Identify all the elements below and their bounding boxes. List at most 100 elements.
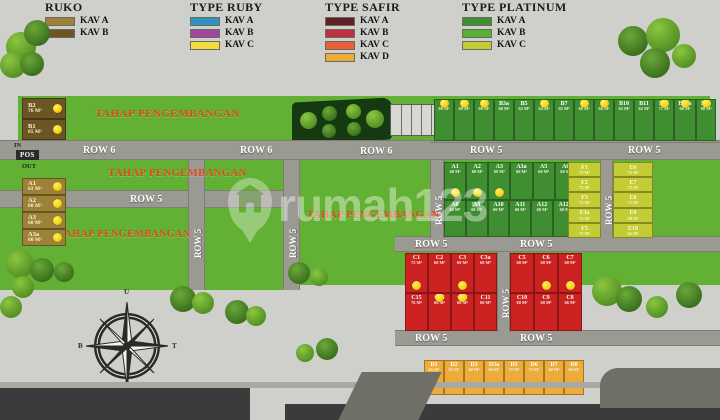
legend-item-label: KAV D xyxy=(360,52,389,62)
plot-area: 60 M² xyxy=(28,237,42,243)
plot-b13[interactable]: B1360 M² xyxy=(696,99,717,141)
plot-area: 60 M² xyxy=(478,106,490,112)
plot-area: 60 M² xyxy=(536,207,548,213)
tree-right-2 xyxy=(616,286,642,312)
plot-c12[interactable]: C1260 M² xyxy=(451,293,474,331)
road-label-row5-bot-right: ROW 5 xyxy=(520,333,553,344)
plot-b9[interactable]: B966 M² xyxy=(594,99,614,141)
plot-code: B2 xyxy=(28,101,36,109)
road-label-row6-c: ROW 6 xyxy=(360,146,393,157)
tree-mid-3 xyxy=(225,300,249,324)
road-label-row5-mid-right: ROW 5 xyxy=(520,239,553,250)
plot-area: 65 M² xyxy=(618,106,630,112)
plot-area: 66 M² xyxy=(679,106,691,112)
plot-area: 60 M² xyxy=(493,169,505,175)
plot-area: 72 M² xyxy=(528,367,540,373)
legend-group-title: TYPE PLATINUM xyxy=(462,0,567,14)
compass-north-label: U xyxy=(124,288,130,296)
legend-item: KAV C xyxy=(190,40,263,50)
plot-area: 60 M² xyxy=(540,300,552,306)
plot-area: 73 M² xyxy=(627,185,639,191)
plot-b12a[interactable]: B12a66 M² xyxy=(674,99,697,141)
island-tree-1 xyxy=(300,112,317,129)
legend-item: KAV A xyxy=(190,16,263,26)
plot-b2[interactable]: B260 M² xyxy=(454,99,474,141)
plot-code: B3a xyxy=(498,101,509,107)
plot-code: A12 xyxy=(536,202,548,208)
sold-marker-icon xyxy=(579,100,589,108)
plot-b12[interactable]: B1271 M² xyxy=(654,99,674,141)
plot-b1[interactable]: B160 M² xyxy=(434,99,454,141)
plot-code: A3a xyxy=(516,164,527,170)
plot-code: E10 xyxy=(627,225,638,232)
plot-code: A8 xyxy=(451,202,459,208)
legend-swatch-icon xyxy=(462,28,492,38)
plot-code: B10 xyxy=(618,101,629,107)
legend-item-label: KAV C xyxy=(360,40,389,50)
plot-b6[interactable]: B664 M² xyxy=(534,99,554,141)
plot-b8[interactable]: B866 M² xyxy=(574,99,594,141)
development-notice-3: TAHAP PENGEMBANGAN xyxy=(58,229,191,240)
sold-marker-icon xyxy=(459,100,469,108)
tree-topright-3 xyxy=(640,48,670,78)
plot-code: A1 xyxy=(451,164,459,170)
development-notice-4: TAHAP PENGEMBANGAN xyxy=(307,210,440,221)
road-label-row5-vertical-mid: ROW 5 xyxy=(288,228,298,258)
plot-b3[interactable]: B360 M² xyxy=(474,99,494,141)
gate-post: POS xyxy=(16,150,39,160)
plot-area: 60 M² xyxy=(480,300,491,306)
plot-c14[interactable]: C1460 M² xyxy=(428,293,451,331)
